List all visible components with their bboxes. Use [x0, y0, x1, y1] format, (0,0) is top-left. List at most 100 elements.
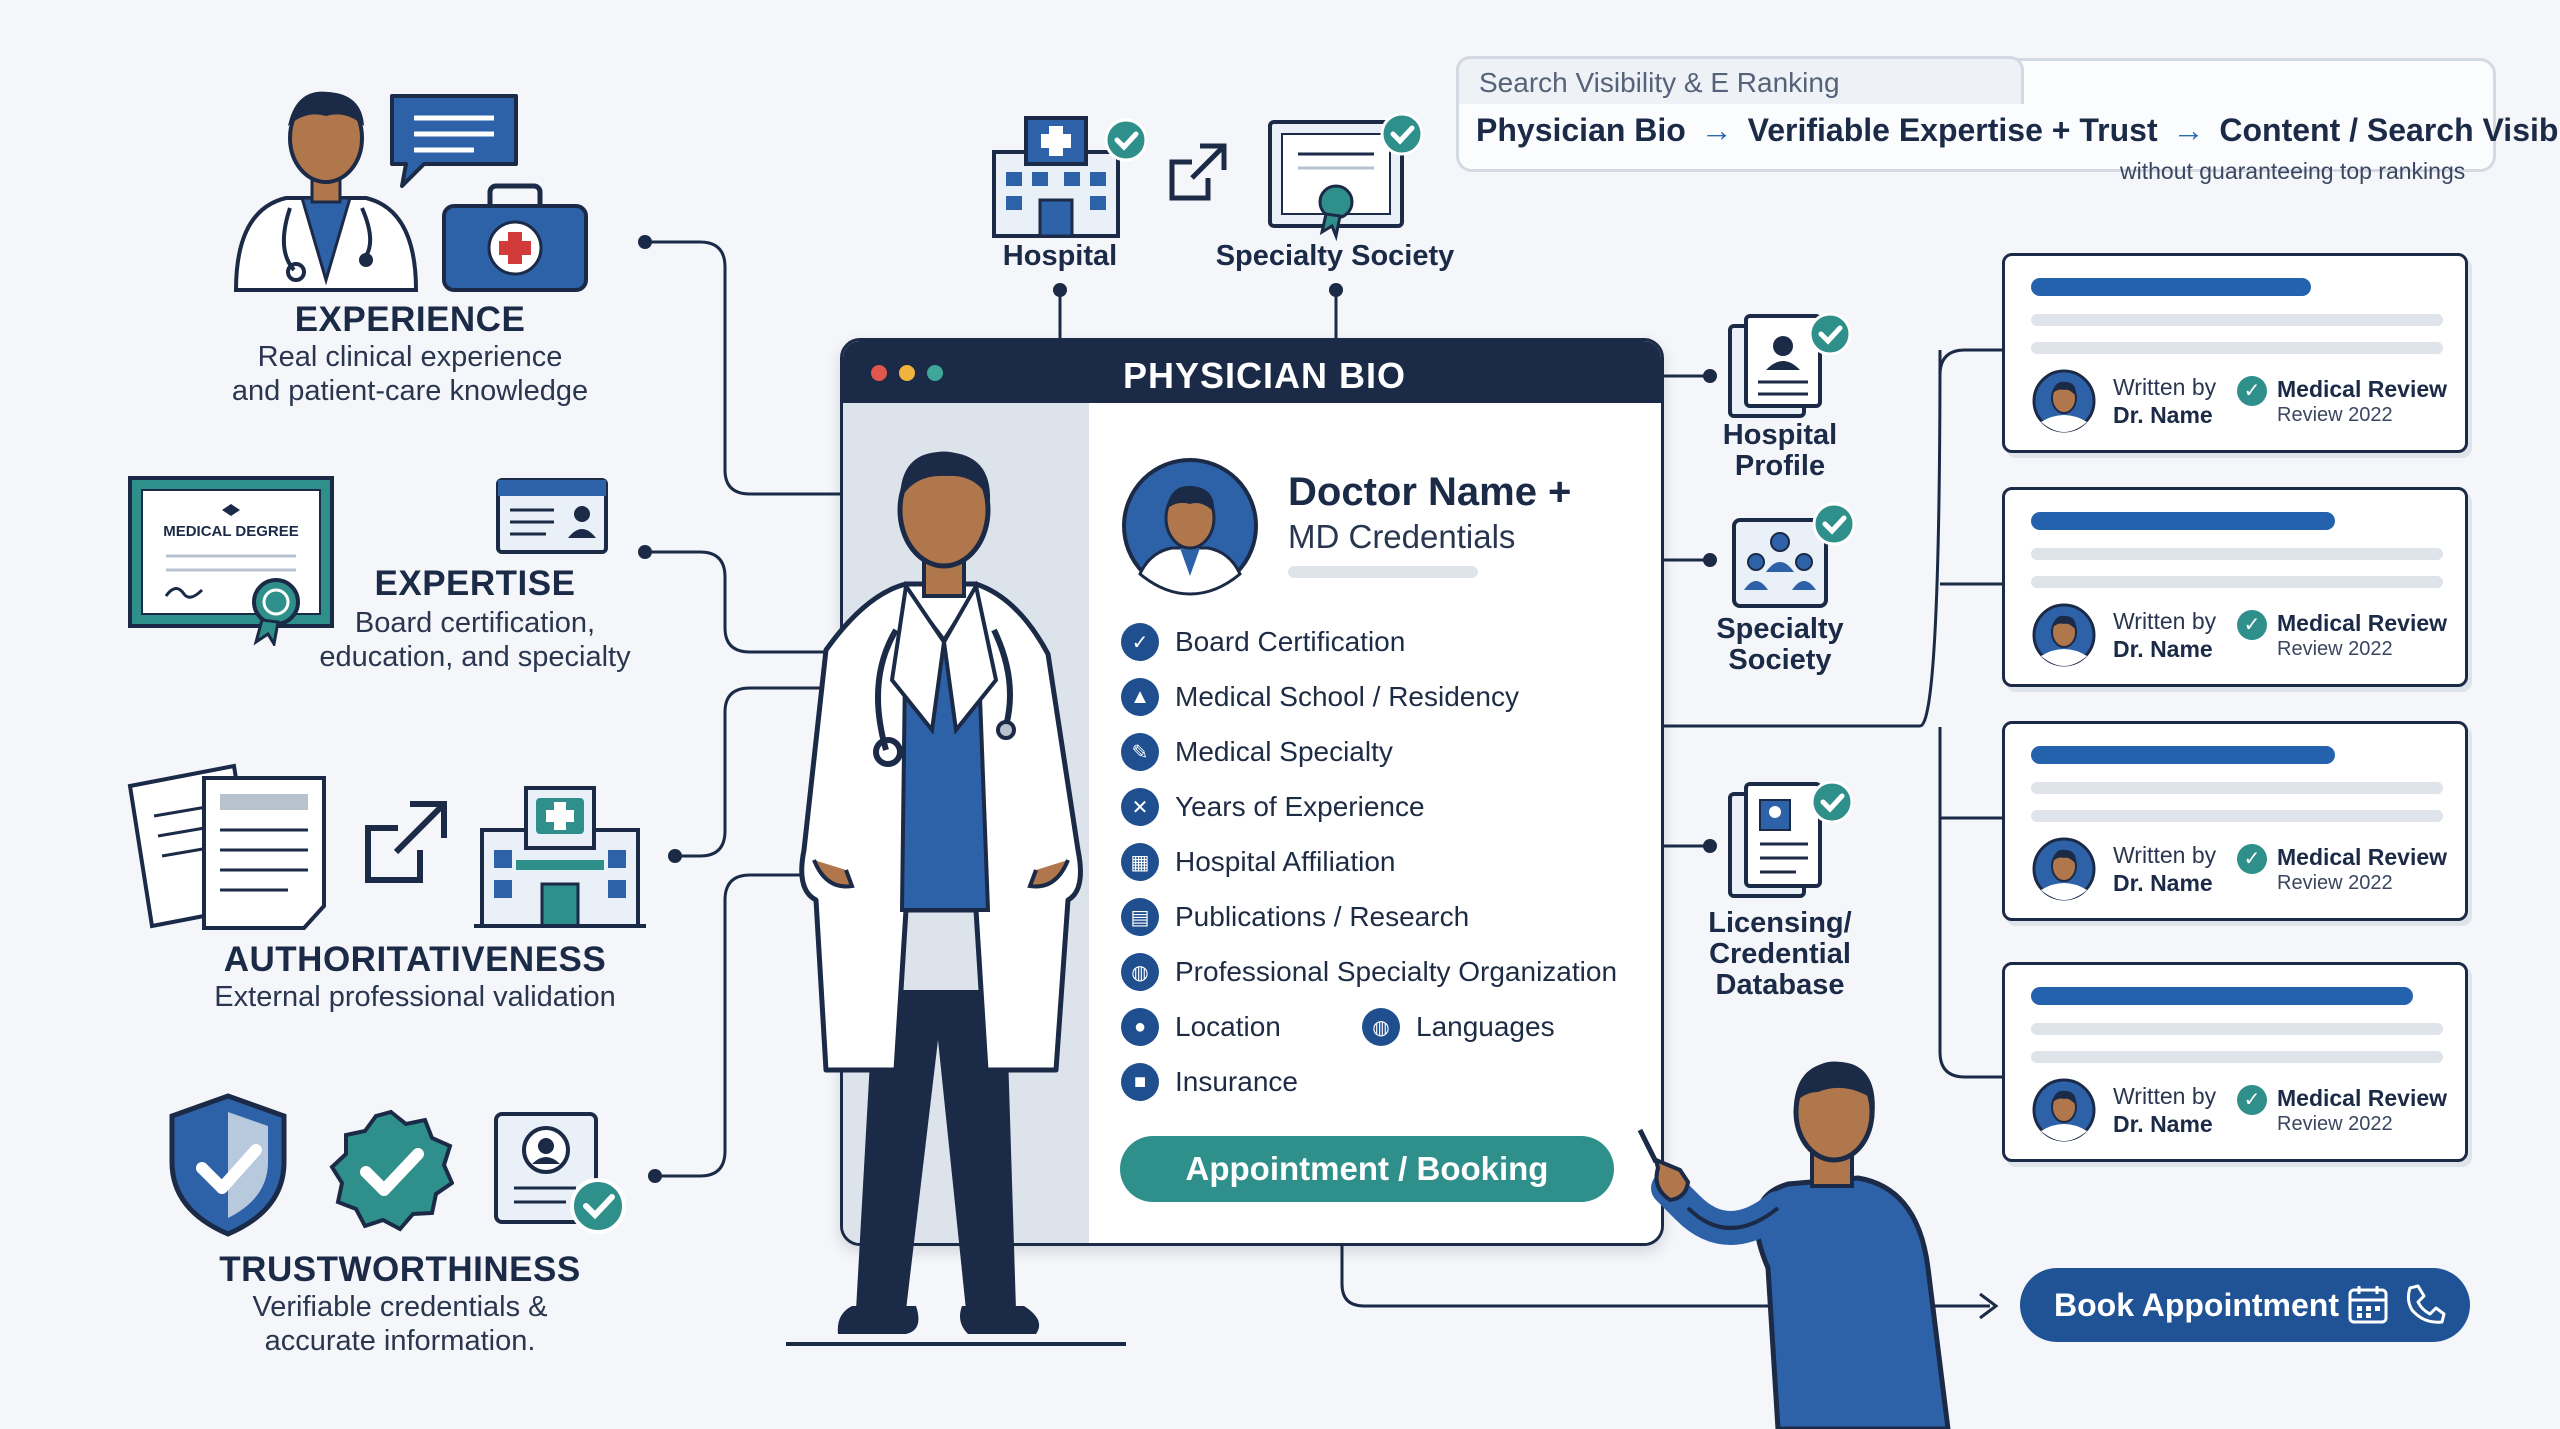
medical-review-label: Medical Review: [2277, 376, 2448, 402]
specialty-society-label-2: Society: [1728, 644, 1832, 676]
book-appointment-button[interactable]: Book Appointment: [2020, 1268, 2470, 1342]
medical-review-label: Medical Review: [2277, 844, 2448, 870]
licensing-label-1: Licensing/: [1708, 907, 1852, 939]
article-card[interactable]: Written by Dr. Name ✓ Medical Review Rev…: [2002, 487, 2468, 687]
card-title-bar: [2031, 746, 2335, 764]
doctor-avatar: [1122, 458, 1258, 596]
external-link-icon: [1169, 143, 1227, 201]
id-card-icon: [496, 478, 608, 554]
expertise-desc-line1: Board certification,: [354, 607, 596, 639]
hospital-profile-label-1: Hospital: [1722, 419, 1838, 451]
written-by-label: Written by: [2113, 374, 2217, 400]
card-text-bar: [2031, 1023, 2443, 1035]
review-year: Review 2022: [2277, 638, 2393, 660]
licensing-label-2: Credential: [1709, 938, 1851, 970]
chat-bubble-icon: [390, 94, 518, 188]
search-flow: Physician Bio → Verifiable Expertise + T…: [1476, 112, 2560, 149]
bio-item-medical-school[interactable]: ▲Medical School / Residency: [1121, 677, 1519, 717]
written-by-label: Written by: [2113, 842, 2217, 868]
bio-item-languages[interactable]: ◍Languages: [1362, 1007, 1555, 1047]
graduation-cap-icon: ▲: [1121, 678, 1159, 716]
licensing-label-3: Database: [1715, 969, 1845, 1001]
doctor-credentials: MD Credentials: [1288, 518, 1516, 555]
location-pin-icon: ●: [1121, 1008, 1159, 1046]
card-title-bar: [2031, 512, 2335, 530]
globe-icon: ◍: [1362, 1008, 1400, 1046]
article-card[interactable]: Written by Dr. Name ✓ Medical Review Rev…: [2002, 253, 2468, 453]
specialty-society-label-1: Specialty: [1716, 613, 1844, 645]
trustworthiness-desc-line1: Verifiable credentials &: [252, 1291, 548, 1323]
author-name: Dr. Name: [2113, 870, 2213, 896]
lock-icon: ■: [1121, 1063, 1159, 1101]
article-card[interactable]: Written by Dr. Name ✓ Medical Review Rev…: [2002, 721, 2468, 921]
calendar-icon: [2348, 1286, 2388, 1324]
flow-verifiable-expertise: Verifiable Expertise + Trust: [1747, 112, 2158, 148]
bio-item-board-certification[interactable]: ✓Board Certification: [1121, 622, 1405, 662]
search-note: without guaranteeing top rankings: [2120, 158, 2466, 184]
bio-item-years-experience[interactable]: ✕Years of Experience: [1121, 787, 1425, 827]
bio-item-publications[interactable]: ▤Publications / Research: [1121, 897, 1469, 937]
certificate-source-icon: [1268, 112, 1424, 242]
globe-icon: ◍: [1121, 953, 1159, 991]
bio-item-insurance[interactable]: ■Insurance: [1121, 1062, 1298, 1102]
bio-item-medical-specialty[interactable]: ✎Medical Specialty: [1121, 732, 1393, 772]
check-icon: ✓: [1121, 623, 1159, 661]
bio-item-hospital-affiliation[interactable]: ▦Hospital Affiliation: [1121, 842, 1396, 882]
verified-profile-icon: [494, 1112, 626, 1234]
document-icon: ▤: [1121, 898, 1159, 936]
author-name: Dr. Name: [2113, 636, 2213, 662]
phone-icon: [2406, 1284, 2446, 1324]
author-avatar: [2032, 369, 2096, 433]
documents-icon: [127, 763, 326, 930]
hospital-profile-label-2: Profile: [1734, 450, 1826, 482]
hospital-source-icon: [992, 116, 1146, 238]
arrow-icon: →: [1700, 112, 1733, 148]
flow-content-visibility: Content / Search Visibility: [2219, 112, 2560, 148]
author-avatar: [2032, 1078, 2096, 1142]
bio-item-location[interactable]: ●Location: [1121, 1007, 1281, 1047]
hospital-source-label: Hospital: [1002, 240, 1118, 272]
doctor-illustration-icon: [233, 91, 419, 292]
expertise-title: EXPERTISE: [374, 564, 576, 603]
cross-icon: ✕: [1121, 788, 1159, 826]
pointing-person-illustration: [1637, 1061, 1951, 1429]
diploma-icon: MEDICAL DEGREE: [128, 476, 334, 646]
card-text-bar: [2031, 314, 2443, 326]
book-appointment-label: Book Appointment: [2054, 1287, 2339, 1323]
syringe-icon: ✎: [1121, 733, 1159, 771]
review-year: Review 2022: [2277, 404, 2393, 426]
card-text-bar: [2031, 548, 2443, 560]
check-icon: ✓: [2237, 610, 2267, 640]
shield-check-icon: [169, 1093, 287, 1237]
search-visibility-tab[interactable]: Search Visibility & E Ranking: [1456, 56, 2024, 104]
card-title-bar: [2031, 987, 2413, 1005]
trustworthiness-desc-line2: accurate information.: [264, 1325, 536, 1357]
appointment-booking-button[interactable]: Appointment / Booking: [1120, 1136, 1614, 1202]
article-card[interactable]: Written by Dr. Name ✓ Medical Review Rev…: [2002, 962, 2468, 1162]
expertise-desc-line2: education, and specialty: [319, 641, 631, 673]
card-title-bar: [2031, 278, 2311, 296]
placeholder-line: [1288, 566, 1478, 578]
bio-item-specialty-organization[interactable]: ◍Professional Specialty Organization: [1121, 952, 1617, 992]
window-close-dot[interactable]: [871, 365, 887, 381]
flow-physician-bio: Physician Bio: [1476, 112, 1686, 148]
building-icon: ▦: [1121, 843, 1159, 881]
written-by-label: Written by: [2113, 1083, 2217, 1109]
specialty-society-source-label: Specialty Society: [1215, 240, 1455, 272]
check-icon: ✓: [2237, 1085, 2267, 1115]
authoritativeness-title: AUTHORITATIVENESS: [223, 940, 607, 979]
window-minimize-dot[interactable]: [899, 365, 915, 381]
medical-review-label: Medical Review: [2277, 610, 2448, 636]
card-text-bar: [2031, 576, 2443, 588]
external-link-icon: [365, 801, 447, 883]
experience-desc-line1: Real clinical experience: [257, 341, 563, 373]
verified-badge-icon: [329, 1109, 454, 1232]
window-maximize-dot[interactable]: [927, 365, 943, 381]
card-text-bar: [2031, 782, 2443, 794]
bio-titlebar: PHYSICIAN BIO: [843, 341, 1661, 403]
hospital-building-icon: [474, 786, 646, 928]
authoritativeness-desc: External professional validation: [214, 981, 616, 1013]
review-year: Review 2022: [2277, 872, 2393, 894]
author-avatar: [2032, 837, 2096, 901]
